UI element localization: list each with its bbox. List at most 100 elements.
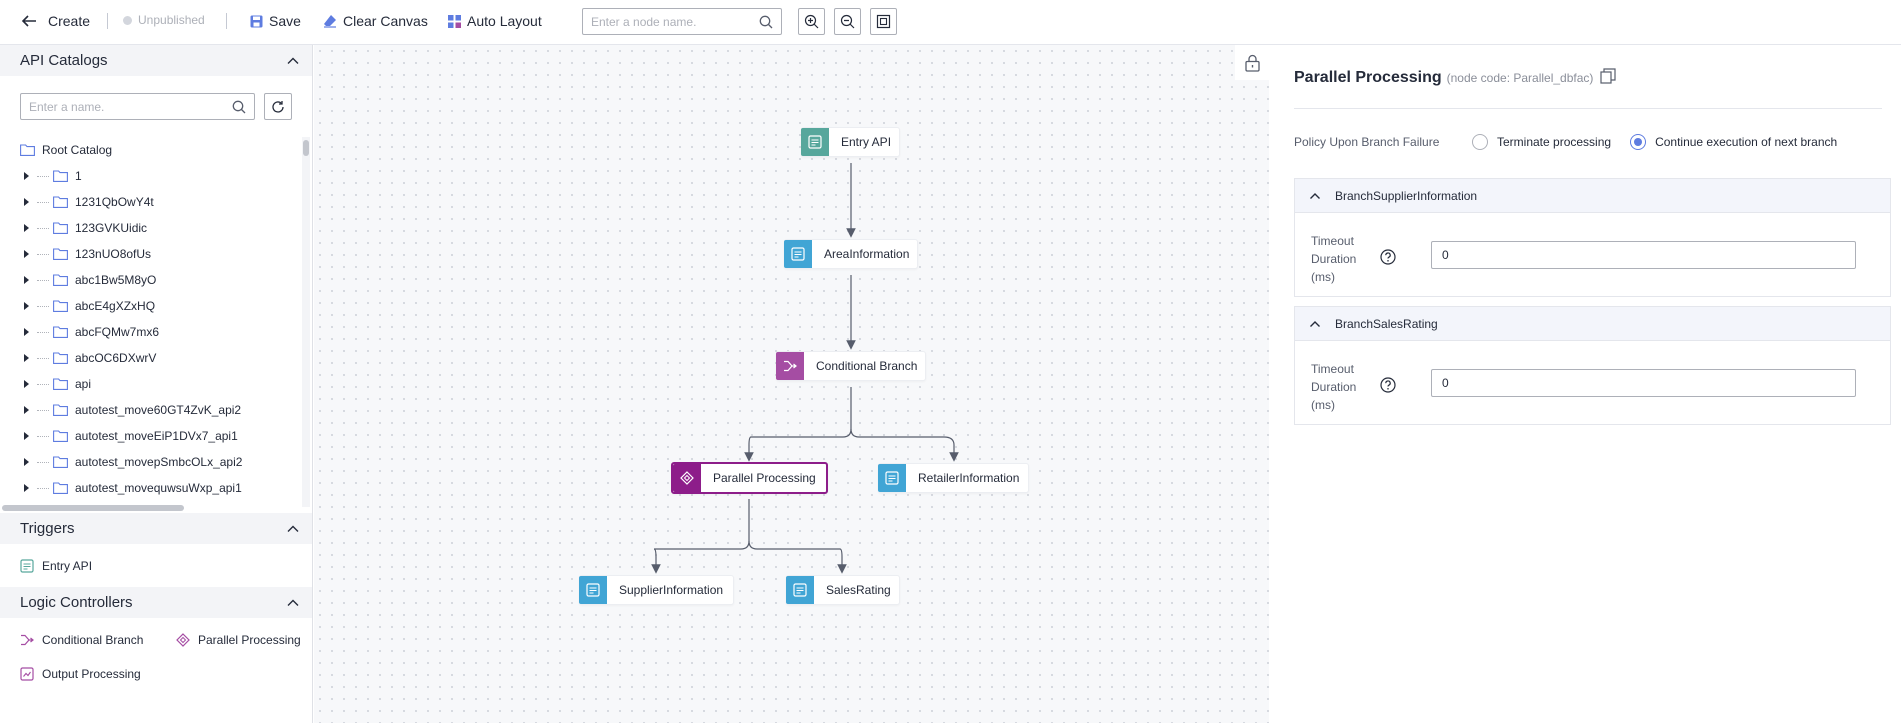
zoom-in-button[interactable] [798,8,825,35]
expand-caret-icon[interactable] [24,380,29,388]
save-button[interactable]: Save [250,13,301,29]
tree-connector [37,175,49,177]
status-dot-icon [123,15,132,25]
radio-terminate[interactable]: Terminate processing [1472,134,1611,150]
flow-canvas[interactable]: Entry API AreaInformation Conditional Br… [314,45,1269,723]
expand-caret-icon[interactable] [24,484,29,492]
clear-canvas-label: Clear Canvas [343,13,428,29]
auto-layout-button[interactable]: Auto Layout [448,13,542,29]
node-retailer-information[interactable]: RetailerInformation [878,463,1029,493]
expand-caret-icon[interactable] [24,432,29,440]
refresh-button[interactable] [264,93,292,120]
tree-item[interactable]: autotest_movepSmbcOLx_api2 [24,449,242,475]
expand-caret-icon[interactable] [24,406,29,414]
triggers-header[interactable]: Triggers [0,513,312,544]
node-search-input[interactable] [591,14,759,29]
tree-item[interactable]: abc1Bw5M8yO [24,267,156,293]
branch-header[interactable]: BranchSalesRating [1295,307,1890,341]
node-entry-api[interactable]: Entry API [801,127,900,157]
chevron-up-icon [1310,192,1320,199]
chevron-up-icon[interactable] [286,54,300,68]
radio-label: Continue execution of next branch [1655,135,1838,149]
expand-caret-icon[interactable] [24,458,29,466]
expand-caret-icon[interactable] [24,276,29,284]
chevron-up-icon[interactable] [286,522,300,536]
expand-caret-icon[interactable] [24,224,29,232]
api-node-icon [784,239,812,268]
folder-icon [20,144,35,156]
clear-canvas-button[interactable]: Clear Canvas [323,13,428,29]
tree-item[interactable]: 123GVKUidic [24,215,147,241]
tree-item[interactable]: autotest_move60GT4ZvK_api2 [24,397,241,423]
fit-screen-icon [876,14,891,29]
node-sales-rating[interactable]: SalesRating [786,575,900,605]
tree-item[interactable]: abcOC6DXwrV [24,345,156,371]
tree-item[interactable]: autotest_moveEiP1DVx7_api1 [24,423,238,449]
branch-name: BranchSupplierInformation [1335,188,1478,203]
divider [226,13,227,29]
tree-item[interactable]: api [24,371,91,397]
radio-continue[interactable]: Continue execution of next branch [1630,134,1837,150]
palette-output-processing[interactable]: Output Processing [20,667,141,681]
catalog-search-input[interactable] [29,99,232,114]
tree-item[interactable]: autotest_movequwsuWxp_api1 [24,475,242,501]
folder-icon [53,404,68,416]
help-icon[interactable] [1380,249,1396,265]
fit-screen-button[interactable] [870,8,897,35]
help-icon[interactable] [1380,377,1396,393]
folder-icon [53,274,68,286]
radio-label: Terminate processing [1497,135,1612,149]
api-catalogs-header[interactable]: API Catalogs [0,45,312,76]
palette-label: Entry API [42,559,93,573]
zoom-in-icon [804,14,819,29]
search-icon[interactable] [759,15,773,29]
lock-canvas-button[interactable] [1235,45,1269,80]
expand-caret-icon[interactable] [24,172,29,180]
expand-caret-icon[interactable] [24,328,29,336]
logic-controllers-title: Logic Controllers [20,594,133,611]
tree-item[interactable]: 1 [24,163,82,189]
tree-root[interactable]: Root Catalog [20,137,112,163]
tree-connector [37,201,49,203]
tree-item[interactable]: abcE4gXZxHQ [24,293,155,319]
palette-conditional-branch[interactable]: Conditional Branch [20,633,143,647]
edges-layer [651,163,959,574]
tree-item[interactable]: 123nUO8ofUs [24,241,151,267]
logic-controllers-header[interactable]: Logic Controllers [0,587,312,618]
zoom-out-button[interactable] [834,8,861,35]
scroll-thumb[interactable] [303,140,309,156]
timeout-input[interactable] [1431,369,1856,397]
tree-connector [37,383,49,385]
edge-parallel-sales [748,540,847,574]
edge-parallel-supplier [651,499,750,574]
api-catalogs-title: API Catalogs [20,52,108,69]
tree-connector [37,227,49,229]
node-area-information[interactable]: AreaInformation [784,239,918,269]
node-parallel-processing[interactable]: Parallel Processing [671,462,828,494]
back-button[interactable]: Create [20,12,90,30]
palette-entry-api[interactable]: Entry API [20,559,92,573]
copy-icon[interactable] [1600,68,1616,84]
tree-item[interactable]: 1231QbOwY4t [24,189,154,215]
branch-header[interactable]: BranchSupplierInformation [1295,179,1890,213]
chevron-up-icon[interactable] [286,596,300,610]
timeout-input[interactable] [1431,241,1856,269]
expand-caret-icon[interactable] [24,302,29,310]
expand-caret-icon[interactable] [24,250,29,258]
node-conditional-branch[interactable]: Conditional Branch [776,351,926,381]
tree-item[interactable]: abcFQMw7mx6 [24,319,159,345]
output-icon [20,667,34,681]
branch-sales-section: BranchSalesRating Timeout Duration (ms) [1294,306,1891,425]
tree-vertical-scrollbar[interactable] [302,137,310,507]
folder-icon [53,170,68,182]
palette-parallel-processing[interactable]: Parallel Processing [176,633,301,647]
lock-icon [1244,54,1260,72]
search-icon[interactable] [232,100,246,114]
branch-node-icon [776,351,804,380]
branch-supplier-section: BranchSupplierInformation Timeout Durati… [1294,178,1891,297]
expand-caret-icon[interactable] [24,354,29,362]
tree-connector [37,461,49,463]
tree-horizontal-scrollbar[interactable] [2,505,184,511]
node-supplier-information[interactable]: SupplierInformation [579,575,734,605]
expand-caret-icon[interactable] [24,198,29,206]
